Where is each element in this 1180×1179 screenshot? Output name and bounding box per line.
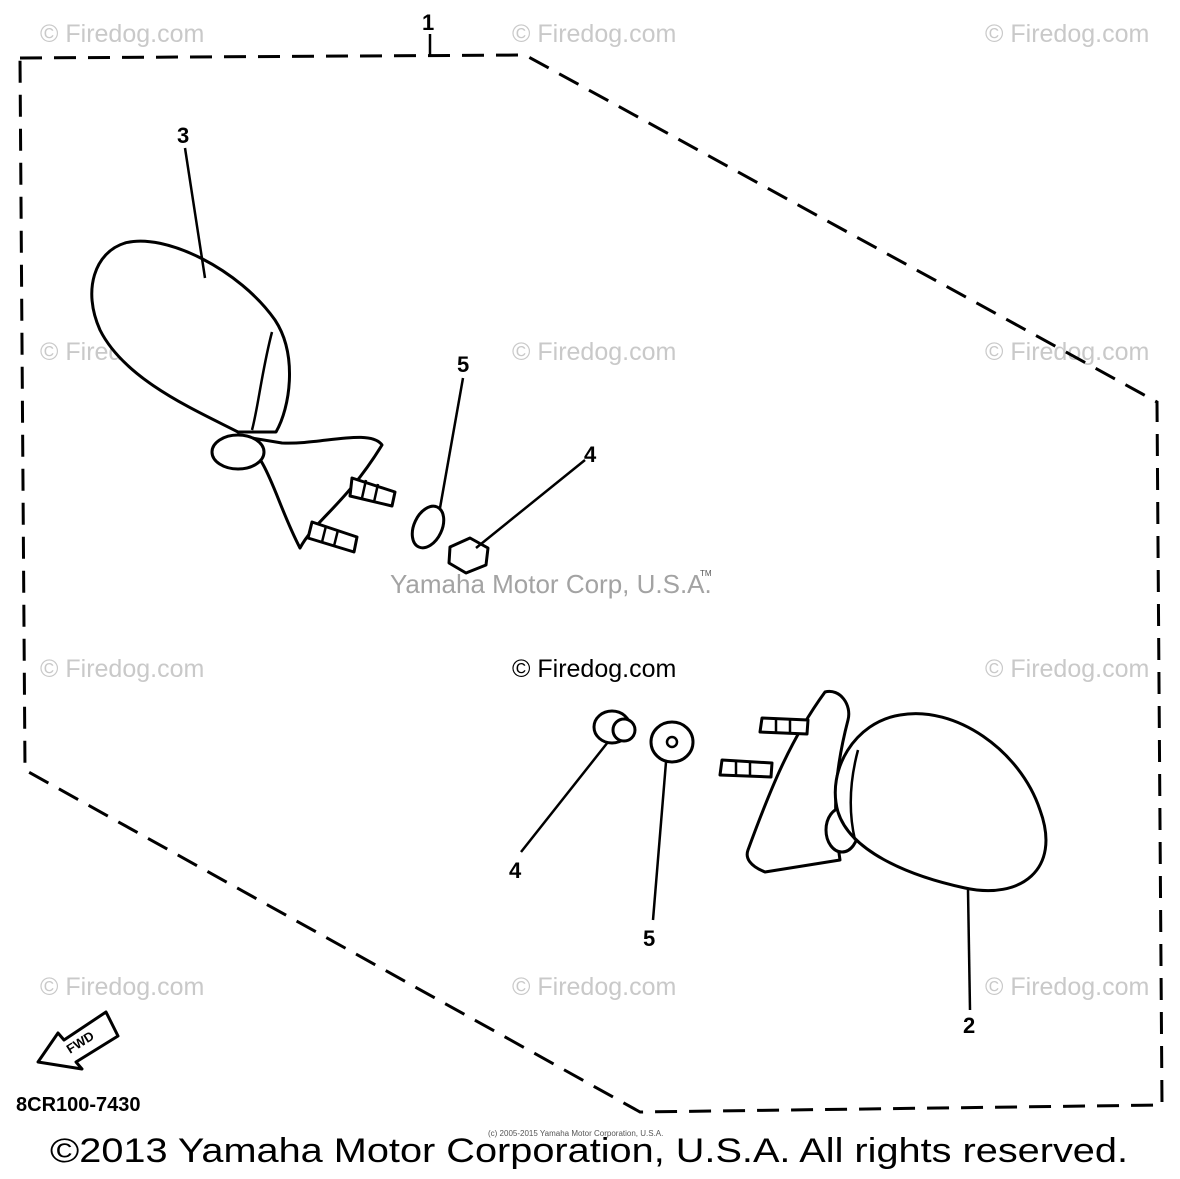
callout-4-lower: 4 (509, 858, 522, 883)
leader-line-5-lower (651, 761, 668, 921)
washer-lower-hole (665, 735, 679, 749)
nut-lower-face (611, 717, 637, 743)
leader-line-4-lower (520, 741, 609, 853)
leader-line-3 (183, 147, 207, 279)
leader-line-2 (966, 889, 972, 1011)
center-watermark: Yamaha Motor Corp, U.S.A. (390, 569, 712, 599)
callout-4-upper: 4 (584, 442, 597, 467)
mirror-left (90, 239, 397, 554)
watermark: © Firedog.com (40, 20, 204, 48)
callout-3: 3 (177, 123, 189, 148)
mirror-right (718, 689, 1048, 893)
fwd-arrow-icon: FWD (36, 1010, 120, 1071)
leader-line-4-upper (475, 459, 586, 549)
callout-5-upper: 5 (457, 352, 469, 377)
watermark: © Firedog.com (512, 973, 676, 1001)
washer-upper (410, 504, 446, 550)
callout-1: 1 (422, 10, 434, 35)
watermark: © Firedog.com (985, 655, 1149, 683)
washer-lower (649, 720, 695, 764)
copyright-notice: ©2013 Yamaha Motor Corporation, U.S.A. A… (50, 1132, 1128, 1170)
watermark-center: © Firedog.com (512, 655, 676, 683)
callout-5-lower: 5 (643, 926, 655, 951)
callout-2: 2 (963, 1013, 975, 1038)
tiny-copyright: (c) 2005-2015 Yamaha Motor Corporation, … (488, 1129, 663, 1138)
watermark: © Firedog.com (985, 973, 1149, 1001)
watermark: © Firedog.com (40, 655, 204, 683)
trademark-mark: TM (700, 569, 712, 578)
watermark: © Firedog.com (985, 20, 1149, 48)
watermark: © Firedog.com (512, 20, 676, 48)
diagram-code: 8CR100-7430 (16, 1094, 141, 1116)
watermark: © Firedog.com (512, 338, 676, 366)
leader-line-5-upper (438, 377, 465, 509)
watermark: © Firedog.com (40, 973, 204, 1001)
